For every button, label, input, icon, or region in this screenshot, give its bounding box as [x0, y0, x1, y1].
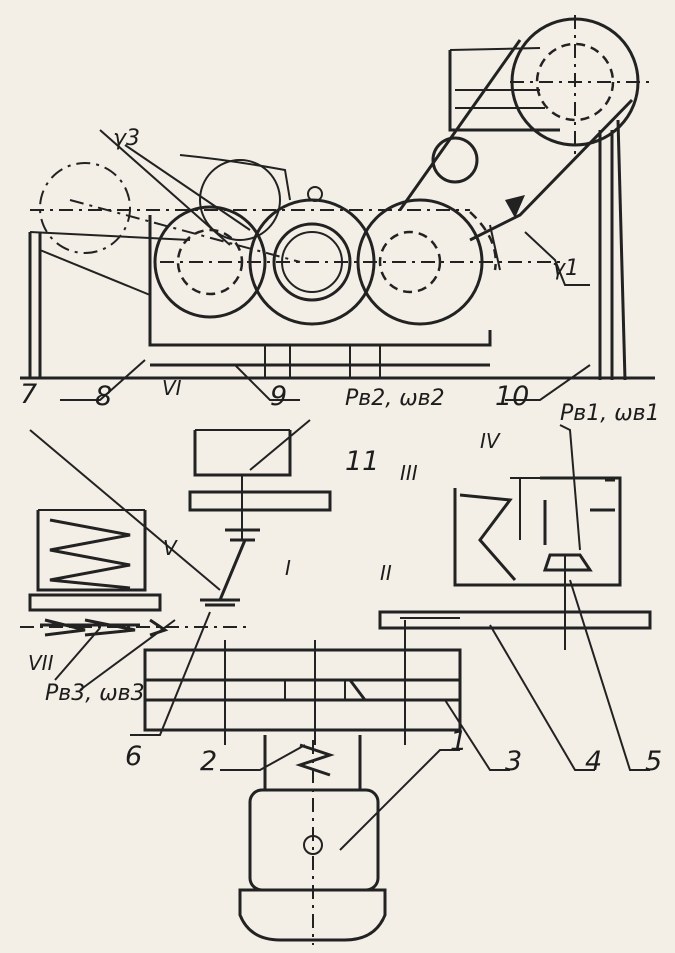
label-V: V: [163, 536, 178, 560]
idler-pulley: [431, 136, 479, 184]
link-11: [188, 490, 332, 512]
label-pb2: Pв2, ωв2: [345, 386, 445, 411]
direction-arrow-icon: [505, 195, 525, 218]
label-11: 11: [345, 446, 379, 477]
drive-kinematic-scheme: [20, 419, 652, 945]
label-II: II: [380, 561, 392, 585]
label-gamma3: γ3: [113, 126, 140, 151]
label-I: I: [285, 556, 291, 580]
label-8: 8: [95, 381, 112, 412]
label-IV: IV: [480, 429, 501, 453]
label-pb1: Pв1, ωв1: [560, 401, 660, 426]
label-pb3: Pв3, ωв3: [45, 681, 145, 706]
label-6: 6: [125, 741, 142, 772]
upper-machine-assembly: [20, 15, 655, 401]
label-VI: VI: [162, 376, 182, 400]
label-III: III: [400, 461, 418, 485]
left-drum: [153, 205, 267, 319]
label-9: 9: [270, 381, 287, 412]
label-1: 1: [450, 726, 467, 757]
label-3: 3: [505, 746, 522, 777]
gearbox: [143, 648, 462, 732]
label-5: 5: [645, 746, 662, 777]
label-10: 10: [495, 381, 529, 412]
label-gamma1: γ1: [552, 256, 579, 281]
label-7: 7: [20, 379, 37, 410]
label-VII: VII: [28, 651, 54, 675]
label-2: 2: [200, 746, 217, 777]
label-4: 4: [585, 746, 602, 777]
